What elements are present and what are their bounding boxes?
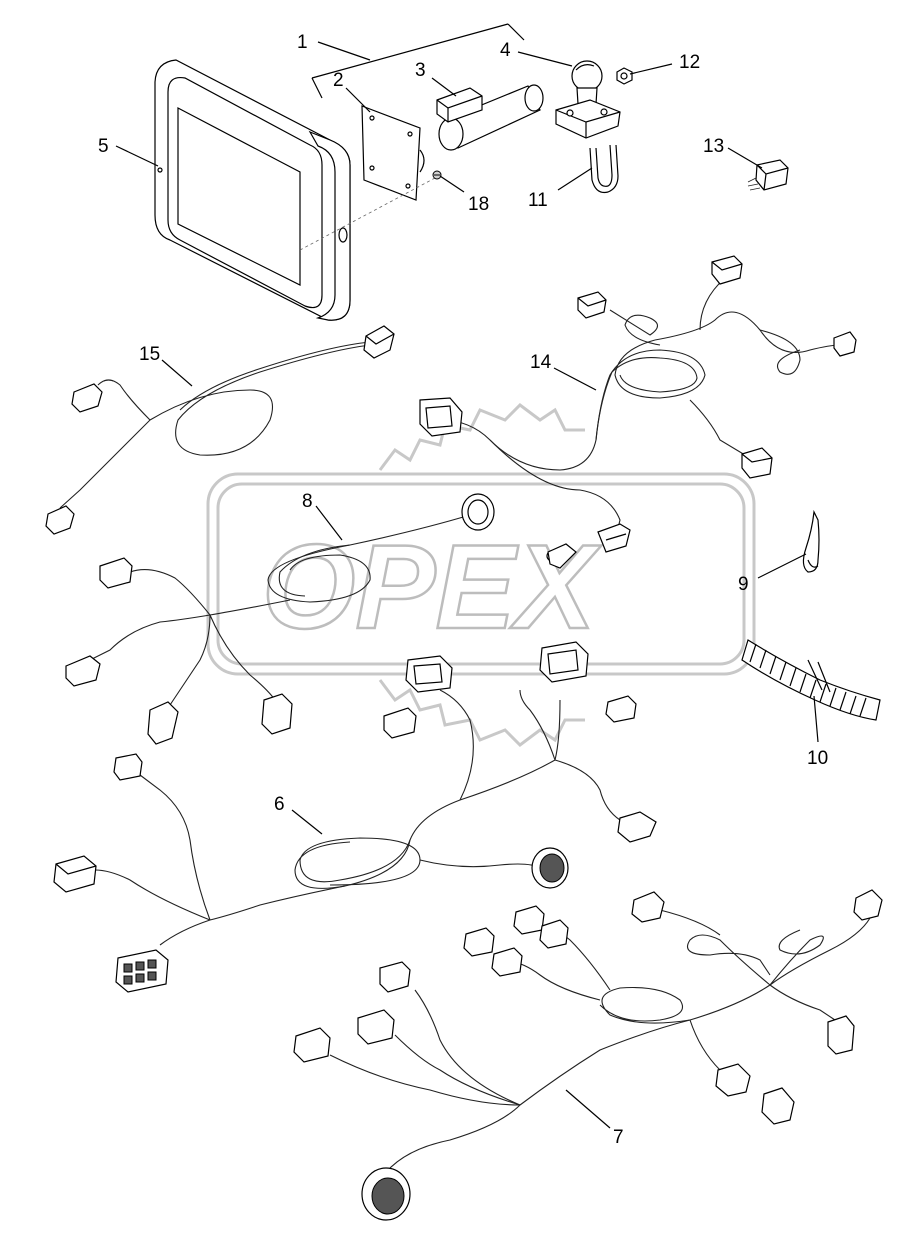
harness-7-connector-g xyxy=(539,919,569,949)
callout-3: 3 xyxy=(415,60,426,81)
callout-11: 11 xyxy=(528,190,548,211)
callout-leaders xyxy=(115,23,819,1129)
harness-14-connector-e xyxy=(741,447,773,479)
harness-14 xyxy=(419,255,857,569)
callout-5: 5 xyxy=(98,136,109,157)
callout-1: 1 xyxy=(297,32,308,53)
harness-7-connector-e xyxy=(491,947,523,977)
harness-7 xyxy=(293,889,883,1221)
callout-6: 6 xyxy=(274,794,285,815)
harness-6-round-connector xyxy=(531,847,569,889)
harness-7-connector-l xyxy=(761,1087,795,1125)
screw xyxy=(432,170,442,180)
harness-8-connector-b xyxy=(65,655,101,687)
harness-6-connector-d xyxy=(605,695,637,723)
harness-8-connector-d xyxy=(261,693,293,735)
callout-9: 9 xyxy=(738,574,749,595)
harness-6 xyxy=(53,641,657,993)
harness-7-connector-c xyxy=(293,1027,331,1063)
harness-7-round-connector xyxy=(361,1167,411,1221)
callout-8: 8 xyxy=(302,491,313,512)
watermark-text: OPEX xyxy=(262,520,602,654)
callout-12: 12 xyxy=(679,52,700,73)
u-bolt xyxy=(589,144,619,194)
harness-14-connector-a xyxy=(419,397,463,437)
harness-7-connector-a xyxy=(379,961,411,993)
harness-8-round-connector xyxy=(461,493,495,531)
harness-6-connector-b xyxy=(539,641,589,683)
harness-14-connector-d xyxy=(833,331,857,357)
callout-4: 4 xyxy=(500,40,511,61)
corrugated-tube xyxy=(741,639,881,721)
harness-7-connector-i xyxy=(853,889,883,921)
harness-8 xyxy=(65,493,495,745)
harness-6-connector-a xyxy=(405,655,453,693)
callout-15: 15 xyxy=(139,344,160,365)
display-monitor xyxy=(154,59,351,321)
harness-6-connector-f xyxy=(113,753,143,781)
cable-tie xyxy=(802,509,820,573)
callout-7: 7 xyxy=(613,1127,624,1148)
callouts: 1 2 3 4 5 6 7 8 9 10 11 12 13 14 15 18 xyxy=(98,32,828,1148)
harness-6-connector-g xyxy=(53,855,97,893)
harness-15 xyxy=(45,325,395,535)
nut xyxy=(616,67,633,85)
harness-6-relay-block xyxy=(115,949,169,993)
harness-15-connector-a xyxy=(363,325,395,359)
harness-7-connector-k xyxy=(715,1063,751,1097)
mount-tube xyxy=(436,84,544,151)
watermark-frame-outer xyxy=(206,472,756,676)
harness-6-connector-e xyxy=(617,811,657,843)
watermark-gear-top xyxy=(378,403,585,471)
harness-7-connector-d xyxy=(463,927,495,957)
callout-2: 2 xyxy=(333,70,344,91)
harness-7-connector-j xyxy=(827,1015,855,1055)
watermark-gear-bottom xyxy=(378,679,585,747)
ball-mount xyxy=(555,60,621,139)
harness-14-connector-b xyxy=(577,291,607,319)
harness-8-connector-c xyxy=(147,701,179,745)
watermark: OPEX xyxy=(206,403,756,747)
harness-15-connector-b xyxy=(71,383,103,413)
mounting-plate xyxy=(299,105,436,251)
callout-14: 14 xyxy=(530,352,552,373)
small-connector xyxy=(747,159,789,191)
callout-13: 13 xyxy=(703,136,724,157)
harness-7-connector-h xyxy=(631,891,665,923)
harness-15-connector-c xyxy=(45,505,75,535)
watermark-frame-inner xyxy=(216,482,746,666)
callout-18: 18 xyxy=(468,194,489,215)
harness-8-connector-a xyxy=(99,557,133,589)
harness-14-connector-c xyxy=(711,255,743,285)
harness-14-connector-f xyxy=(597,523,631,553)
harness-14-connector-g xyxy=(546,543,577,569)
callout-10: 10 xyxy=(807,748,828,769)
harness-7-connector-f xyxy=(513,905,545,935)
harness-7-connector-b xyxy=(357,1009,395,1045)
harness-6-connector-c xyxy=(383,707,417,739)
